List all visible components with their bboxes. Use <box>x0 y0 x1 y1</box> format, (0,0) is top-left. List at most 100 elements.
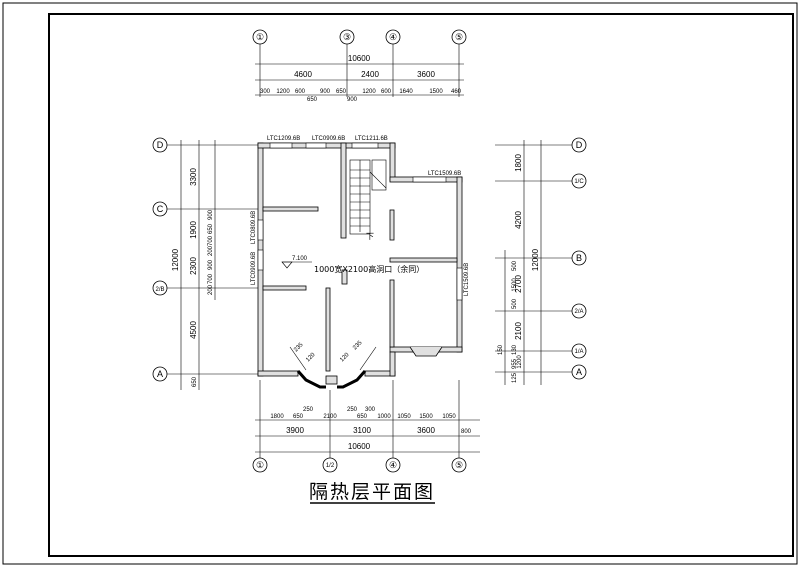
dim-top-detail: 900 <box>320 89 331 95</box>
dim-bay: 235 <box>352 340 364 352</box>
dim-bottom-detail: 300 <box>365 407 376 413</box>
axis-label: C <box>157 204 164 214</box>
axis-label: D <box>157 140 164 150</box>
dim-top-mid: 4600 <box>294 70 312 79</box>
window-labels: LTC1209.6B LTC0909.6B LTC1211.6B LTC1509… <box>251 136 470 296</box>
dim-bottom-detail: 2100 <box>323 414 337 420</box>
dim-top-detail: 1500 <box>429 89 443 95</box>
dim-bottom-detail: 250 <box>303 407 314 413</box>
axis-label: B <box>576 253 582 263</box>
dim-right-detail: 1500 <box>512 278 518 292</box>
dim-top-detail: 1640 <box>399 89 413 95</box>
dim-left-detail: 900 <box>208 209 214 220</box>
dim-left-detail: 200 <box>208 284 214 295</box>
plan-annotations: 7.100 1000宽X2100高洞口（余同） <box>281 256 424 274</box>
dim-bay: 120 <box>305 352 317 364</box>
dim-right-main: 1800 <box>514 154 523 172</box>
dim-bottom-detail: 650 <box>357 414 368 420</box>
dim-top-detail: 600 <box>295 89 306 95</box>
dim-right-main: 2100 <box>514 322 523 340</box>
dim-bay: 120 <box>339 352 351 364</box>
dim-right-main: 2700 <box>514 275 523 293</box>
dim-right-detail: 955 <box>512 358 518 369</box>
window-label: LTC1509.6B <box>428 171 461 177</box>
bottom-dimensions: 1800 650 250 2100 250 650 300 1000 1050 … <box>255 380 480 458</box>
left-dimensions: 12000 3300 1900 2300 4500 650 900 650 70… <box>171 140 216 390</box>
right-dimensions: 12000 1800 4200 2700 2100 1200 500 1500 … <box>498 140 542 385</box>
window-label: LTC0909.6B <box>312 136 345 142</box>
axis-label: ① <box>256 32 264 42</box>
dim-left-main: 2300 <box>189 257 198 275</box>
axis-label: 1/C <box>574 179 584 185</box>
dim-top-detail: 460 <box>451 89 462 95</box>
dim-top-mid: 2400 <box>361 70 379 79</box>
dim-top-total: 10600 <box>348 54 371 63</box>
bottom-axis-markers: ① 1/2 ④ ⑤ <box>252 457 467 473</box>
opening-note: 1000宽X2100高洞口（余同） <box>314 264 424 274</box>
axis-bubble <box>385 29 401 45</box>
dim-right-main: 4200 <box>514 211 523 229</box>
elevation-mark: 7.100 <box>292 256 308 262</box>
window-label: LTC1509.6B <box>464 263 470 296</box>
sheet-inner-border <box>48 13 794 557</box>
dim-left-detail: 650 <box>208 223 214 234</box>
left-axis-markers: D C 2/B A <box>152 137 258 382</box>
entrance-bay: 235 235 120 120 <box>289 340 377 389</box>
dim-right-total: 12000 <box>531 248 540 271</box>
axis-label: D <box>576 140 583 150</box>
axis-bubble <box>339 29 355 45</box>
dim-bottom-detail: 650 <box>293 414 304 420</box>
axis-label: ④ <box>389 32 397 42</box>
axis-label: 1/2 <box>326 463 335 469</box>
dim-top-detail: 900 <box>347 97 358 103</box>
dim-bay: 235 <box>293 342 305 354</box>
drawing-title: 隔热层平面图 <box>309 481 435 503</box>
dim-bottom-detail: 250 <box>347 407 358 413</box>
dim-top-mid: 3600 <box>417 70 435 79</box>
window-label: LTC0909.6B <box>251 252 257 285</box>
dim-bottom-detail: 1050 <box>442 414 456 420</box>
axis-bubble <box>252 29 268 45</box>
axis-label: 2/B <box>155 287 164 293</box>
window-label: LTC1209.6B <box>267 136 300 142</box>
dim-left-detail: 900 <box>208 259 214 270</box>
dim-bottom-detail: 1500 <box>419 414 433 420</box>
dim-top-detail: 1200 <box>276 89 290 95</box>
dim-left-main: 4500 <box>189 321 198 339</box>
dim-bottom-detail: 1000 <box>377 414 391 420</box>
dim-top-detail: 1200 <box>362 89 376 95</box>
building-walls <box>257 142 463 377</box>
dim-left-main: 650 <box>192 376 198 387</box>
axis-label: ⑤ <box>455 32 463 42</box>
dim-left-total: 12000 <box>171 248 180 271</box>
axis-label: ③ <box>343 32 351 42</box>
dim-left-detail: 700 <box>208 273 214 284</box>
dim-bottom-detail: 1050 <box>397 414 411 420</box>
axis-bubble <box>451 29 467 45</box>
dim-bottom-mid: 3900 <box>286 426 304 435</box>
dim-bottom-mid: 800 <box>461 429 472 435</box>
axis-label: ① <box>256 460 264 470</box>
dim-bottom-mid: 3600 <box>417 426 435 435</box>
dim-left-detail: 700 <box>208 235 214 246</box>
axis-label: A <box>576 367 582 377</box>
axis-label: 2/A <box>574 309 583 315</box>
dim-left-main: 3300 <box>189 168 198 186</box>
top-axis-markers: ① ③ ④ ⑤ <box>252 29 467 97</box>
axis-label: 1/A <box>574 349 583 355</box>
dim-right-detail: 125 <box>512 372 518 383</box>
dim-top-detail: 650 <box>336 89 347 95</box>
axis-label: A <box>157 369 163 379</box>
dim-right-detail: 500 <box>512 260 518 271</box>
dim-top-detail: 650 <box>307 97 318 103</box>
window-label: LTC1211.6B <box>355 136 388 142</box>
stair-down-label: 下 <box>366 232 374 241</box>
dim-right-detail: 130 <box>512 344 518 355</box>
dim-top-detail: 600 <box>381 89 392 95</box>
window-label: LTC0809.6B <box>251 211 257 244</box>
dim-left-detail: 200 <box>208 245 214 256</box>
staircase: 下 <box>349 159 387 241</box>
